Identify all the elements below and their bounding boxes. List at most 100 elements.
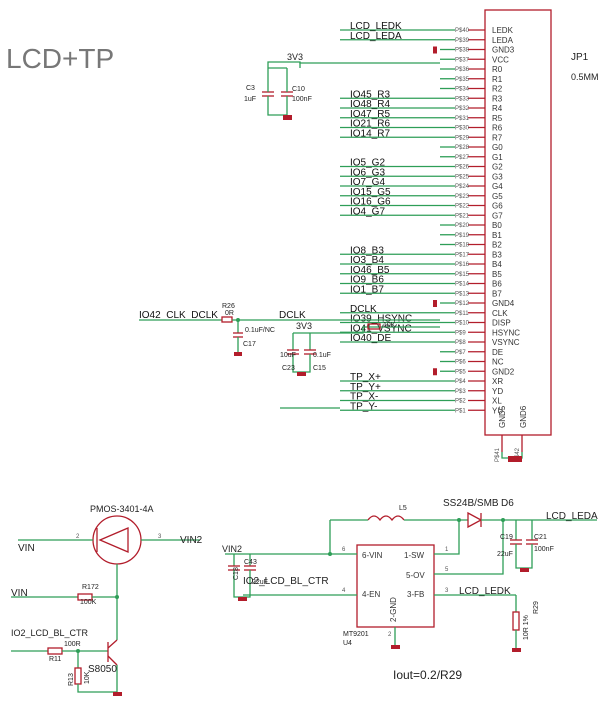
net-label: IO3_B4	[350, 255, 384, 266]
c17-value: 0.1uF/NC	[245, 327, 275, 334]
gnd-symbol	[433, 46, 437, 54]
r13-value: 10K	[84, 671, 91, 684]
svg-text:2: 2	[76, 534, 80, 540]
pin-number: P$23	[455, 194, 470, 200]
pin-number: P$11	[455, 311, 469, 317]
pin-number: P$20	[455, 223, 470, 229]
gnd-symbol	[433, 368, 437, 376]
pin-name-r2: R2	[492, 85, 503, 94]
inductor-ref: L5	[399, 505, 407, 512]
pin-name-b4: B4	[492, 260, 502, 269]
ic-pin-fb: 3-FB	[407, 590, 424, 599]
vcc-net-label-2: 3V3	[296, 321, 312, 331]
net-label: IO40_DE	[350, 333, 391, 344]
pin-name-b1: B1	[492, 231, 502, 240]
r29-value: 10R 1%	[523, 615, 530, 640]
pin-number: P$39	[455, 38, 470, 44]
pin-number: P$10	[455, 321, 470, 327]
svg-text:3: 3	[445, 588, 449, 594]
pin-num-41: P$41	[495, 447, 501, 462]
pin-number: P$25	[455, 174, 470, 180]
net-label: IO48_R4	[350, 99, 390, 110]
c3-value: 1uF	[244, 96, 256, 103]
pin-number: P$33	[455, 96, 470, 102]
pin-number: P$24	[455, 184, 470, 190]
ic-pin-gnd: 2-GND	[389, 597, 398, 622]
net-label: IO41_VSYNC	[350, 323, 412, 334]
pin-number: P$2	[455, 399, 466, 405]
c43-ref: C43	[244, 559, 257, 566]
pin-name-xr: XR	[492, 377, 503, 386]
r13-ref: R13	[68, 673, 75, 686]
pin-number: P$13	[455, 291, 470, 297]
pin-number: P$8	[455, 340, 466, 346]
iout-formula: Iout=0.2/R29	[393, 668, 462, 682]
ledk-label: LCD_LEDK	[459, 586, 511, 597]
pin-gnd5: GND5	[498, 405, 507, 428]
pin-name-yd: YD	[492, 387, 503, 396]
net-label: IO46_B5	[350, 265, 390, 276]
gnd-symbol	[508, 456, 522, 462]
r26-value: 0R	[225, 310, 234, 317]
pin-number: P$6	[455, 360, 466, 366]
pin-name-de: DE	[492, 348, 503, 357]
ic-pin-sw: 1-SW	[404, 551, 424, 560]
pin-number: P$7	[455, 350, 466, 356]
net-label: IO47_R5	[350, 109, 390, 120]
pin-name-nc: NC	[492, 358, 504, 367]
c21-ref: C21	[534, 534, 547, 541]
pin-number: P$38	[455, 48, 470, 54]
net-label: IO16_G6	[350, 197, 391, 208]
r29-ref: R29	[533, 601, 540, 614]
pin-name-xl: XL	[492, 397, 502, 406]
vin2-label-2: VIN2	[222, 544, 242, 554]
pin-name-g1: G1	[492, 153, 503, 162]
pin-name-g4: G4	[492, 182, 503, 191]
pin-number: P$17	[455, 252, 470, 258]
svg-text:5: 5	[445, 567, 449, 573]
pin-name-vsync: VSYNC	[492, 338, 520, 347]
connector-body	[484, 9, 552, 436]
r26-resistor	[221, 316, 233, 323]
disp-resistor	[367, 323, 381, 330]
vin-label: VIN	[18, 543, 35, 554]
pin-number: P$32	[455, 106, 470, 112]
pin-name-gnd4: GND4	[492, 299, 515, 308]
pin-name-clk: CLK	[492, 309, 508, 318]
c19-ref: C19	[500, 534, 513, 541]
svg-text:6: 6	[342, 547, 346, 553]
pin-name-r6: R6	[492, 124, 503, 133]
pin-gnd6: GND6	[519, 405, 528, 428]
pin-number: P$28	[455, 145, 470, 151]
bl-ctrl-label: IO2_LCD_BL_CTR	[11, 628, 89, 638]
dclk-net: DCLK	[279, 310, 306, 321]
connector-value: 0.5MM	[571, 72, 599, 82]
pmos-label: PMOS-3401-4A	[90, 504, 154, 514]
c43-value: 22uF	[252, 579, 268, 586]
pin-number: P$3	[455, 389, 466, 395]
pin-number: P$12	[455, 301, 470, 307]
pin-name-r1: R1	[492, 75, 503, 84]
pin-name-b0: B0	[492, 221, 502, 230]
net-label: TP_X-	[350, 392, 378, 403]
net-label: LCD_LEDK	[350, 21, 402, 32]
pin-number: P$31	[455, 116, 470, 122]
net-label: TP_Y+	[350, 382, 381, 393]
pin-name-r0: R0	[492, 65, 503, 74]
pin-name-yu: YU	[492, 406, 503, 415]
svg-text:3: 3	[158, 534, 162, 540]
svg-text:2: 2	[388, 632, 392, 638]
r29-resistor	[512, 611, 520, 631]
gnd-symbol	[433, 300, 437, 307]
pin-number: P$22	[455, 204, 470, 210]
pin-name-g7: G7	[492, 211, 503, 220]
pin-name-hsync: HSYNC	[492, 328, 520, 337]
c21-value: 100nF	[534, 546, 554, 553]
pin-number: P$27	[455, 155, 470, 161]
net-label: IO5_G2	[350, 158, 385, 169]
pin-name-g2: G2	[492, 163, 503, 172]
svg-text:4: 4	[342, 588, 346, 594]
r172-ref: R172	[82, 584, 99, 591]
